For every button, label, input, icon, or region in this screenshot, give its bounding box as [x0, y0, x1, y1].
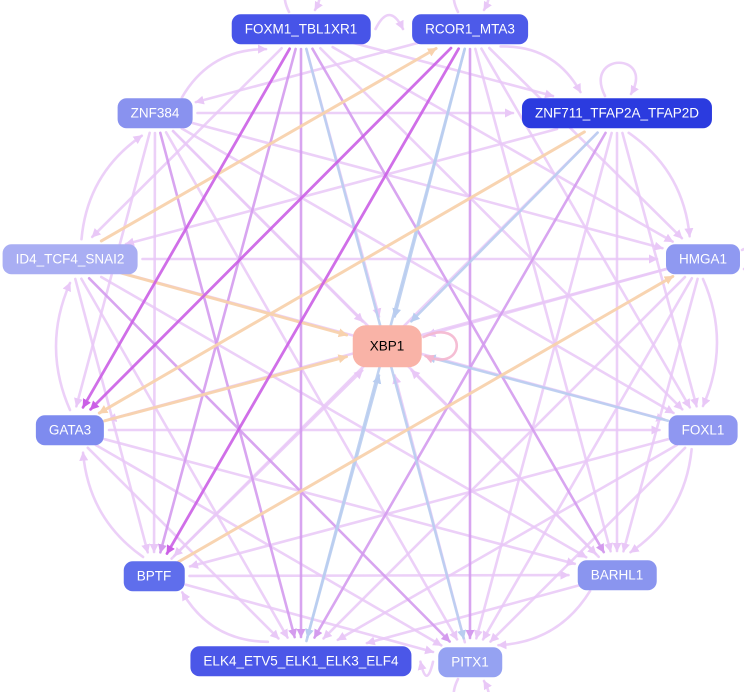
node-id4_tcf4_snai2[interactable]: ID4_TCF4_SNAI2: [2, 244, 138, 274]
edge-znf711-id4: [124, 127, 559, 247]
edge-znf384-xbp1: [171, 129, 364, 323]
edge-gata3-id4: [54, 281, 72, 412]
node-rcor1_mta3[interactable]: RCOR1_MTA3: [412, 14, 528, 44]
node-gata3[interactable]: GATA3: [35, 415, 105, 445]
edge-barhl1-elk4: [365, 584, 581, 646]
node-znf711_tfap2a_tfap2d[interactable]: ZNF711_TFAP2A_TFAP2D: [521, 98, 713, 128]
edge-hmga1-xbp1: [425, 267, 668, 338]
node-bptf[interactable]: BPTF: [123, 561, 185, 591]
node-elk4_etv5_elk1_elk3_elf4[interactable]: ELK4_ETV5_ELK1_ELK3_ELF4: [190, 646, 412, 676]
node-hmga1[interactable]: HMGA1: [665, 244, 741, 274]
edge-rcor1-znf711: [499, 45, 582, 94]
edge-znf384-foxm1: [180, 44, 268, 99]
edge-foxl1-elk4: [336, 443, 679, 642]
edge-hmga1-elk4: [322, 275, 687, 640]
edge-znf711-hmga1: [627, 131, 694, 238]
node-foxl1[interactable]: FOXL1: [668, 415, 738, 445]
edge-id4-xbp1: [119, 271, 349, 338]
edge-bptf-xbp1: [170, 369, 364, 560]
edge-bptf-pitx1: [184, 583, 435, 655]
edge-elk4-xbp1: [305, 374, 382, 643]
edge-elk4-bptf: [180, 591, 270, 644]
edge-hmga1-pitx1: [481, 276, 694, 641]
edge-foxm1-barhl1: [311, 47, 606, 554]
edge-rcor1-barhl1: [474, 47, 613, 553]
edge-rcor1-gata3: [89, 46, 453, 411]
edge-barhl1-xbp1: [410, 369, 600, 559]
node-znf384[interactable]: ZNF384: [117, 98, 193, 128]
edge-znf384-foxl1: [180, 127, 675, 415]
edge-znf711-xbp1: [410, 131, 599, 323]
edge-foxm1-rcor1: [374, 13, 405, 31]
edge-gata3-xbp1: [103, 354, 348, 423]
node-barhl1[interactable]: BARHL1: [577, 560, 657, 590]
edge-foxm1-bptf: [158, 47, 297, 554]
edge-gata3-barhl1: [103, 437, 577, 567]
edge-id4-barhl1: [99, 275, 588, 559]
node-pitx1[interactable]: PITX1: [438, 647, 502, 677]
edge-rcor1-xbp1: [392, 47, 467, 318]
edge-hmga1-barhl1: [621, 277, 699, 553]
edge-bptf-barhl1: [188, 570, 570, 580]
edge-id4-rcor1: [99, 47, 438, 243]
edge-gata3-elk4: [86, 446, 280, 640]
edge-znf711-znf711: [599, 61, 639, 98]
edge-znf711-gata3: [97, 130, 586, 415]
edge-pitx1-elk4: [417, 660, 435, 678]
edge-foxm1-id4: [90, 47, 283, 239]
edge-foxm1-gata3: [81, 47, 292, 409]
edge-foxl1-xbp1: [426, 354, 670, 423]
edge-bptf-hmga1: [177, 274, 675, 564]
edge-id4-pitx1: [87, 276, 451, 643]
edge-xbp1-xbp1: [422, 331, 458, 364]
edge-rcor1-znf384: [194, 40, 424, 105]
edge-foxl1-barhl1: [629, 447, 693, 554]
node-xbp1[interactable]: XBP1: [352, 325, 422, 367]
edge-hmga1-foxl1: [701, 277, 719, 408]
edge-znf384-elk4: [158, 131, 297, 639]
edge-bptf-gata3: [79, 451, 145, 559]
edge-barhl1-pitx1: [497, 589, 592, 650]
edge-id4-znf384: [80, 134, 144, 241]
node-foxm1_tbl1xr1[interactable]: FOXM1_TBL1XR1: [231, 14, 371, 44]
edge-znf711-pitx1: [474, 131, 613, 640]
edge-rcor1-bptf: [165, 47, 461, 555]
